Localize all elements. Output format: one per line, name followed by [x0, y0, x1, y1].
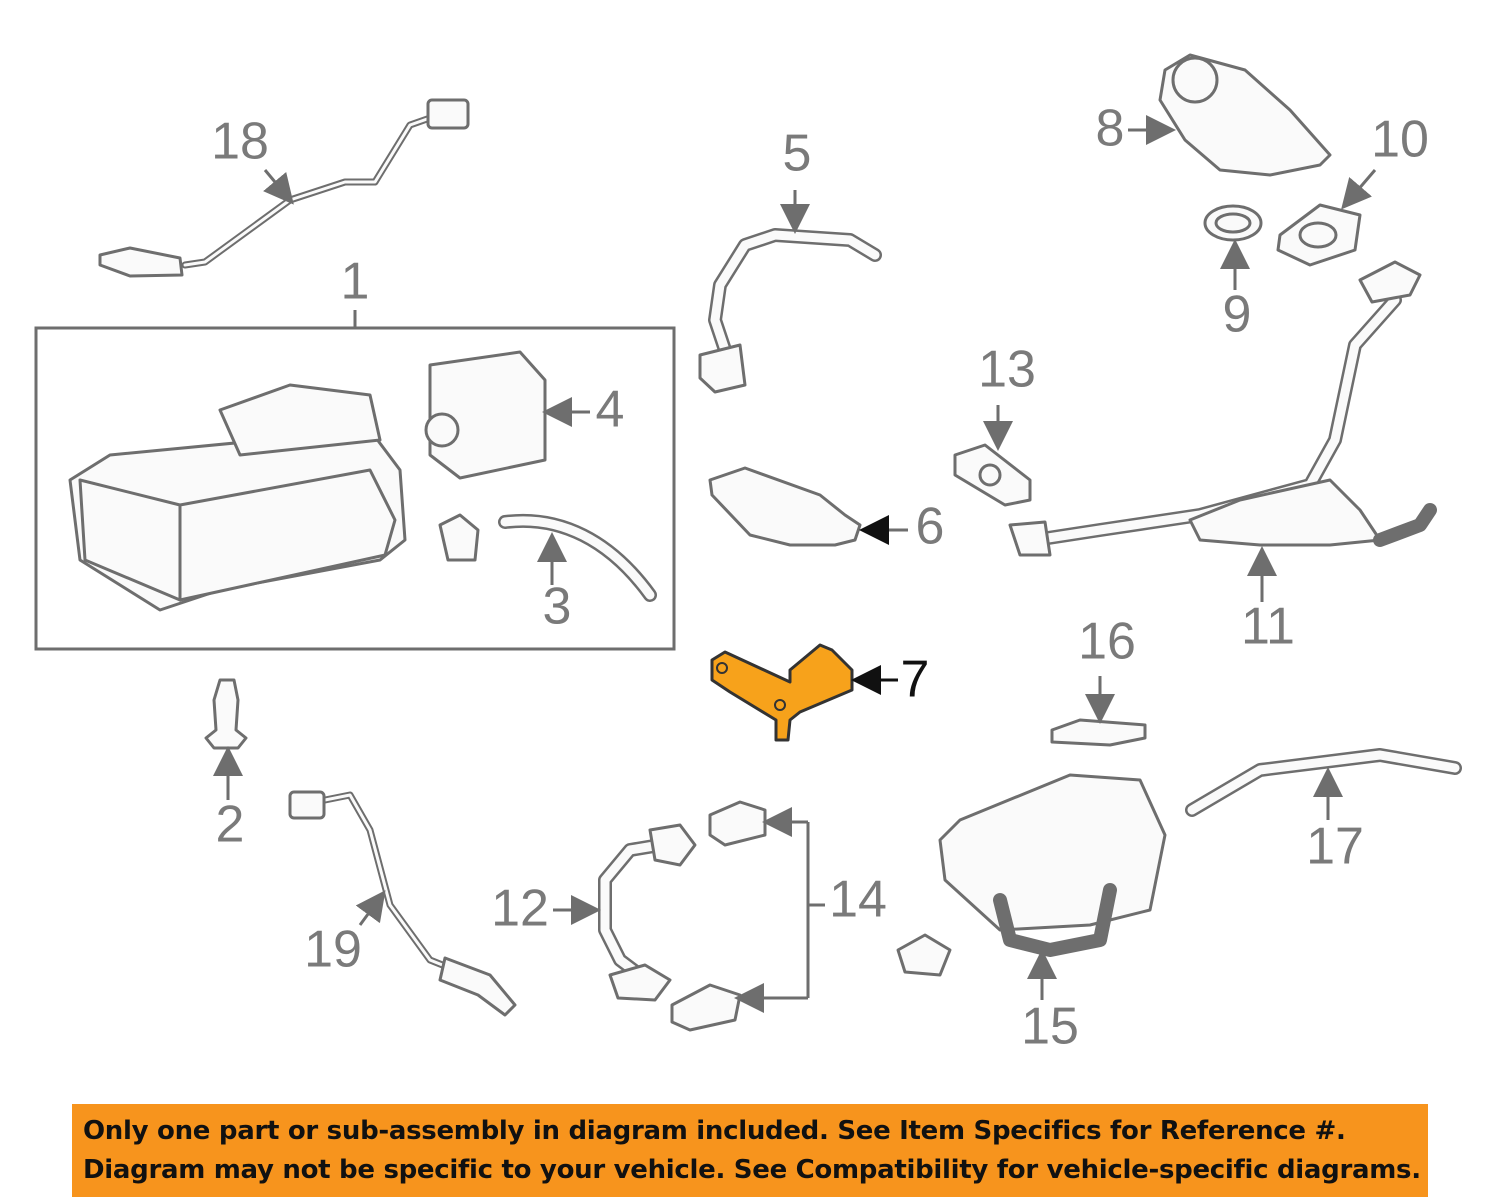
disclaimer-line-1: Only one part or sub-assembly in diagram… [83, 1116, 1346, 1146]
part-12-egr-pipe[interactable] [598, 823, 697, 1002]
part-3-hose[interactable] [438, 513, 657, 602]
label-15: 15 [1021, 998, 1079, 1056]
part-2-clip[interactable] [204, 678, 248, 750]
label-10: 10 [1371, 111, 1429, 169]
label-5: 5 [783, 125, 812, 183]
part-18-oxygen-sensor[interactable] [98, 98, 470, 278]
part-7-sensor-highlighted[interactable] [710, 643, 854, 742]
leader-lines [213, 115, 1377, 1013]
disclaimer-line-2: Diagram may not be specific to your vehi… [83, 1155, 1421, 1185]
part-15-egr-cooler[interactable] [896, 773, 1167, 977]
label-14: 14 [829, 871, 887, 929]
part-17-hose[interactable] [1185, 748, 1462, 817]
label-8: 8 [1096, 100, 1125, 158]
part-13-gasket[interactable] [953, 443, 1032, 507]
part-4-valve[interactable] [424, 350, 547, 480]
label-11: 11 [1241, 598, 1295, 656]
part-6-valve[interactable] [708, 466, 862, 547]
label-19: 19 [304, 921, 362, 979]
label-4: 4 [596, 381, 625, 439]
label-6: 6 [916, 498, 945, 556]
label-17: 17 [1306, 818, 1364, 876]
part-5-hose[interactable] [698, 228, 882, 394]
part-9-gasket[interactable] [1203, 204, 1263, 242]
part-16-gasket[interactable] [1050, 718, 1147, 747]
label-16: 16 [1078, 613, 1136, 671]
label-18: 18 [211, 113, 269, 171]
label-9: 9 [1223, 286, 1252, 344]
label-7: 7 [901, 651, 930, 709]
label-13: 13 [978, 341, 1036, 399]
part-11-egr-pipe[interactable] [1008, 260, 1437, 557]
part-19-oxygen-sensor[interactable] [288, 790, 517, 1017]
label-12: 12 [491, 880, 549, 938]
label-1: 1 [341, 253, 370, 311]
part-1-canister[interactable] [68, 383, 407, 612]
label-2: 2 [216, 796, 245, 854]
part-10-gasket[interactable] [1276, 203, 1362, 267]
parts-diagram: 1 2 3 4 5 6 7 8 9 10 11 12 13 14 15 16 1… [34, 53, 1462, 1056]
label-3: 3 [543, 578, 572, 636]
part-8-egr-valve[interactable] [1158, 53, 1332, 177]
disclaimer-banner: Only one part or sub-assembly in diagram… [72, 1104, 1428, 1197]
